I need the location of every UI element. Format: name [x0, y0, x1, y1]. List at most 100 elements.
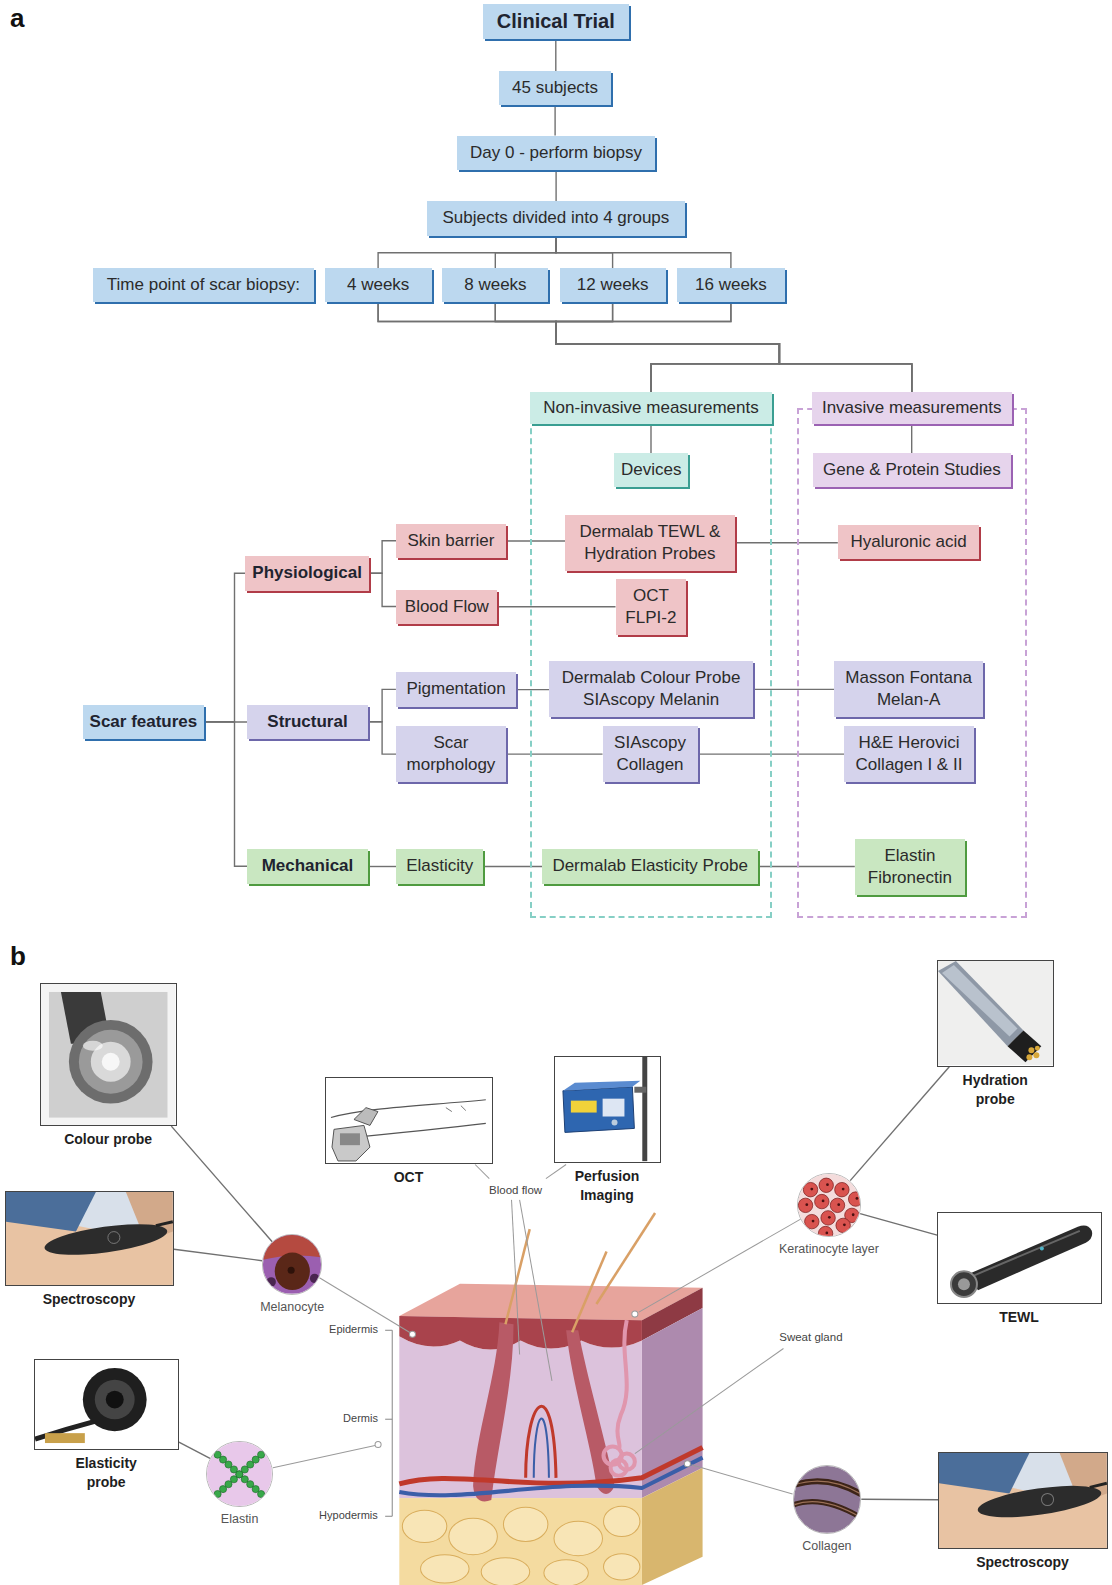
instrument-picture-part	[938, 961, 1053, 1065]
capillary-vein	[534, 1419, 549, 1478]
cell-inset: Keratinocyte layer	[797, 1173, 862, 1238]
layer-label: Hypodermis	[319, 1509, 378, 1523]
keratinocyte	[830, 1198, 844, 1212]
instrument-picture-part	[83, 1040, 103, 1050]
connector-line	[483, 866, 542, 867]
connector-line	[495, 302, 779, 392]
instrument-photo: Spectroscopy	[938, 1452, 1108, 1549]
flow-box: Structural	[247, 705, 367, 739]
scale-tick	[385, 1419, 392, 1420]
connector-line	[369, 573, 396, 606]
box-text: SIAscopy Collagen	[610, 732, 691, 776]
instrument-photo: Hydration probe	[937, 960, 1054, 1066]
layer-label: Epidermis	[329, 1323, 378, 1337]
connector-line	[650, 424, 651, 453]
connector-line	[378, 236, 556, 268]
connector-line	[368, 722, 397, 754]
nucleus	[841, 1187, 844, 1190]
instrument-picture-part	[938, 1213, 1101, 1303]
instrument-picture-part	[642, 1057, 647, 1161]
flow-box: Day 0 - perform biopsy	[457, 136, 655, 170]
nucleus	[828, 1216, 831, 1219]
connector-line	[204, 573, 245, 722]
dermis-side	[642, 1308, 703, 1498]
flow-box: Clinical Trial	[483, 4, 629, 38]
sweat-coil	[611, 1460, 627, 1476]
scale-tick	[385, 1516, 392, 1517]
instrument-picture-part	[1042, 1493, 1054, 1505]
leader-line	[520, 1200, 552, 1381]
instrument-picture-part	[951, 1271, 977, 1297]
box-text: Dermalab TEWL & Hydration Probes	[572, 521, 728, 565]
connector-line	[556, 302, 779, 392]
panel-letter: b	[10, 940, 26, 973]
connector-line	[556, 302, 912, 392]
layer-label: Dermis	[343, 1412, 378, 1426]
keratinocyte	[836, 1218, 850, 1232]
instrument-picture-part	[353, 1107, 377, 1125]
nucleus	[856, 1229, 859, 1232]
instrument-picture-part	[1090, 1483, 1107, 1487]
box-text: 12 weeks	[567, 274, 659, 296]
anatomy-label: Sweat gland	[779, 1330, 842, 1344]
measurement-region: Invasive measurementsGene & Protein Stud…	[797, 392, 1027, 918]
leader-end	[409, 1331, 415, 1337]
nucleus	[821, 1199, 824, 1202]
flow-box: Skin barrier	[396, 524, 505, 558]
leader-line	[691, 1465, 792, 1494]
fat-cell	[421, 1555, 470, 1583]
connector-line	[911, 424, 912, 453]
flow-box: SIAscopy Collagen	[603, 726, 698, 782]
instrument-picture-part	[43, 1218, 169, 1261]
instrument-picture-part	[275, 1253, 310, 1291]
instrument-picture-part	[1008, 1031, 1042, 1063]
box-text: Blood Flow	[403, 596, 490, 618]
flow-box: Dermalab TEWL & Hydration Probes	[565, 515, 735, 571]
instrument-picture-part	[1027, 1055, 1033, 1061]
connector-line	[556, 302, 912, 392]
cell-label: Keratinocyte layer	[779, 1241, 879, 1257]
fat-cell	[604, 1506, 640, 1536]
flow-box: Dermalab Colour Probe SIAscopy Melanin	[549, 661, 753, 717]
image-caption: OCT	[324, 1168, 493, 1187]
instrument-picture-part	[102, 1052, 120, 1070]
instrument-picture-part	[603, 1099, 625, 1117]
box-text: Physiological	[252, 562, 362, 584]
leader-line	[546, 1164, 566, 1178]
box-text: Day 0 - perform biopsy	[464, 142, 648, 164]
caption-text: Spectroscopy	[938, 1553, 1108, 1572]
box-text: 4 weeks	[332, 274, 425, 296]
instrument-picture-part	[555, 1057, 660, 1161]
instrument-picture-part	[794, 1481, 861, 1519]
instrument-picture-part	[939, 1453, 1107, 1548]
heading-text: Invasive measurements	[820, 397, 1004, 419]
anatomy-label: Blood flow	[489, 1183, 542, 1197]
flow-box: Devices	[614, 453, 688, 487]
box-text: H&E Herovici Collagen I & II	[851, 732, 966, 776]
connector-line	[368, 689, 396, 721]
image-caption: Hydration probe	[947, 1071, 1044, 1109]
instrument-photo: Elasticity probe	[34, 1359, 179, 1450]
cell-inset: Elastin	[206, 1441, 273, 1508]
instrument-picture-part	[339, 1133, 359, 1145]
leader-end	[684, 1461, 690, 1467]
flow-box: 16 weeks	[677, 268, 784, 302]
caption-text: Colour probe	[40, 1130, 176, 1149]
box-text: Subjects divided into 4 groups	[434, 207, 679, 229]
leader-line	[639, 1219, 801, 1312]
nucleus	[837, 1203, 840, 1206]
keratinocyte	[804, 1214, 818, 1228]
caption-text: Hydration probe	[947, 1071, 1044, 1109]
vein	[399, 1458, 702, 1496]
cell-inset: Collagen	[793, 1465, 862, 1534]
nucleus	[855, 1197, 858, 1200]
flow-box: Scar morphology	[396, 726, 505, 782]
fat-cell	[604, 1554, 640, 1580]
elastin-bead	[258, 1490, 265, 1497]
scale-line	[392, 1330, 393, 1516]
connector-line	[378, 302, 779, 392]
connector-line	[556, 236, 731, 268]
hypodermis-front	[399, 1498, 642, 1585]
cell-circle	[793, 1465, 862, 1534]
